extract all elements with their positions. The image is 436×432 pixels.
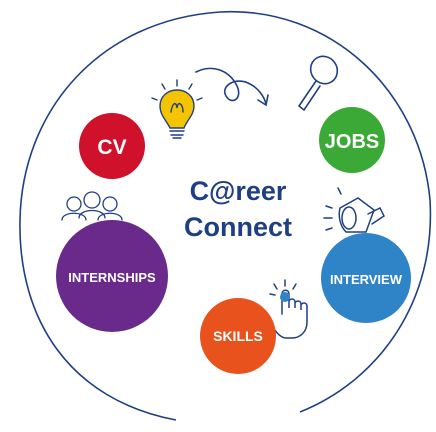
jobs-bubble[interactable]: JOBS bbox=[319, 107, 385, 173]
lightbulb-icon bbox=[151, 79, 203, 139]
outer-ring bbox=[19, 10, 432, 421]
jobs-label: JOBS bbox=[325, 131, 379, 153]
title-line-1: C@reer bbox=[190, 176, 287, 206]
cv-label: CV bbox=[97, 136, 126, 159]
cv-bubble[interactable]: CV bbox=[79, 113, 145, 179]
magnifying-glass-icon bbox=[297, 55, 339, 112]
skills-label: SKILLS bbox=[213, 328, 263, 344]
skills-bubble[interactable]: SKILLS bbox=[200, 298, 276, 374]
title-line-2: Connect bbox=[184, 212, 292, 242]
pointing-hand-icon bbox=[269, 279, 308, 339]
interview-bubble[interactable]: INTERVIEW bbox=[321, 233, 411, 323]
internships-label: INTERNSHIPS bbox=[68, 270, 156, 285]
curly-arrow-icon bbox=[195, 67, 269, 107]
people-icon bbox=[61, 191, 123, 221]
interview-label: INTERVIEW bbox=[330, 272, 403, 287]
internships-bubble[interactable]: INTERNSHIPS bbox=[56, 220, 168, 332]
megaphone-icon bbox=[323, 187, 385, 233]
